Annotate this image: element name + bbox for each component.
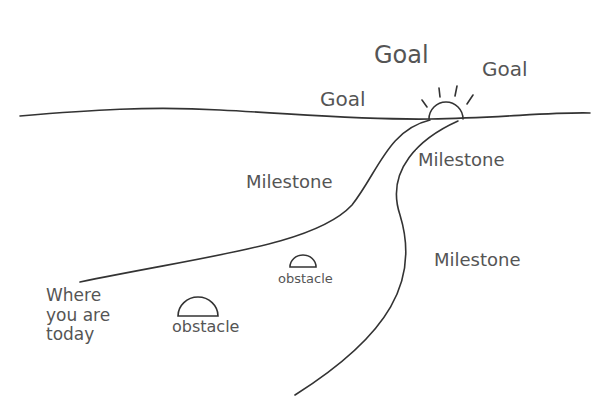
milestone-label: Milestone <box>416 150 507 171</box>
sun-rays <box>422 86 473 107</box>
obstacle-label: obstacle <box>170 318 241 336</box>
road-left-edge <box>80 120 430 282</box>
milestone-label: Milestone <box>244 172 335 193</box>
goal-label: Goal <box>318 88 368 111</box>
obstacle-bump <box>290 255 316 267</box>
goal-label: Goal <box>372 42 431 70</box>
milestone-label: Milestone <box>432 250 523 271</box>
obstacle-label: obstacle <box>276 272 335 287</box>
horizon-line <box>20 108 590 119</box>
sun <box>429 102 463 119</box>
goal-label: Goal <box>480 58 530 81</box>
start-label: Where you are today <box>44 286 122 345</box>
obstacle-bump <box>178 297 218 316</box>
